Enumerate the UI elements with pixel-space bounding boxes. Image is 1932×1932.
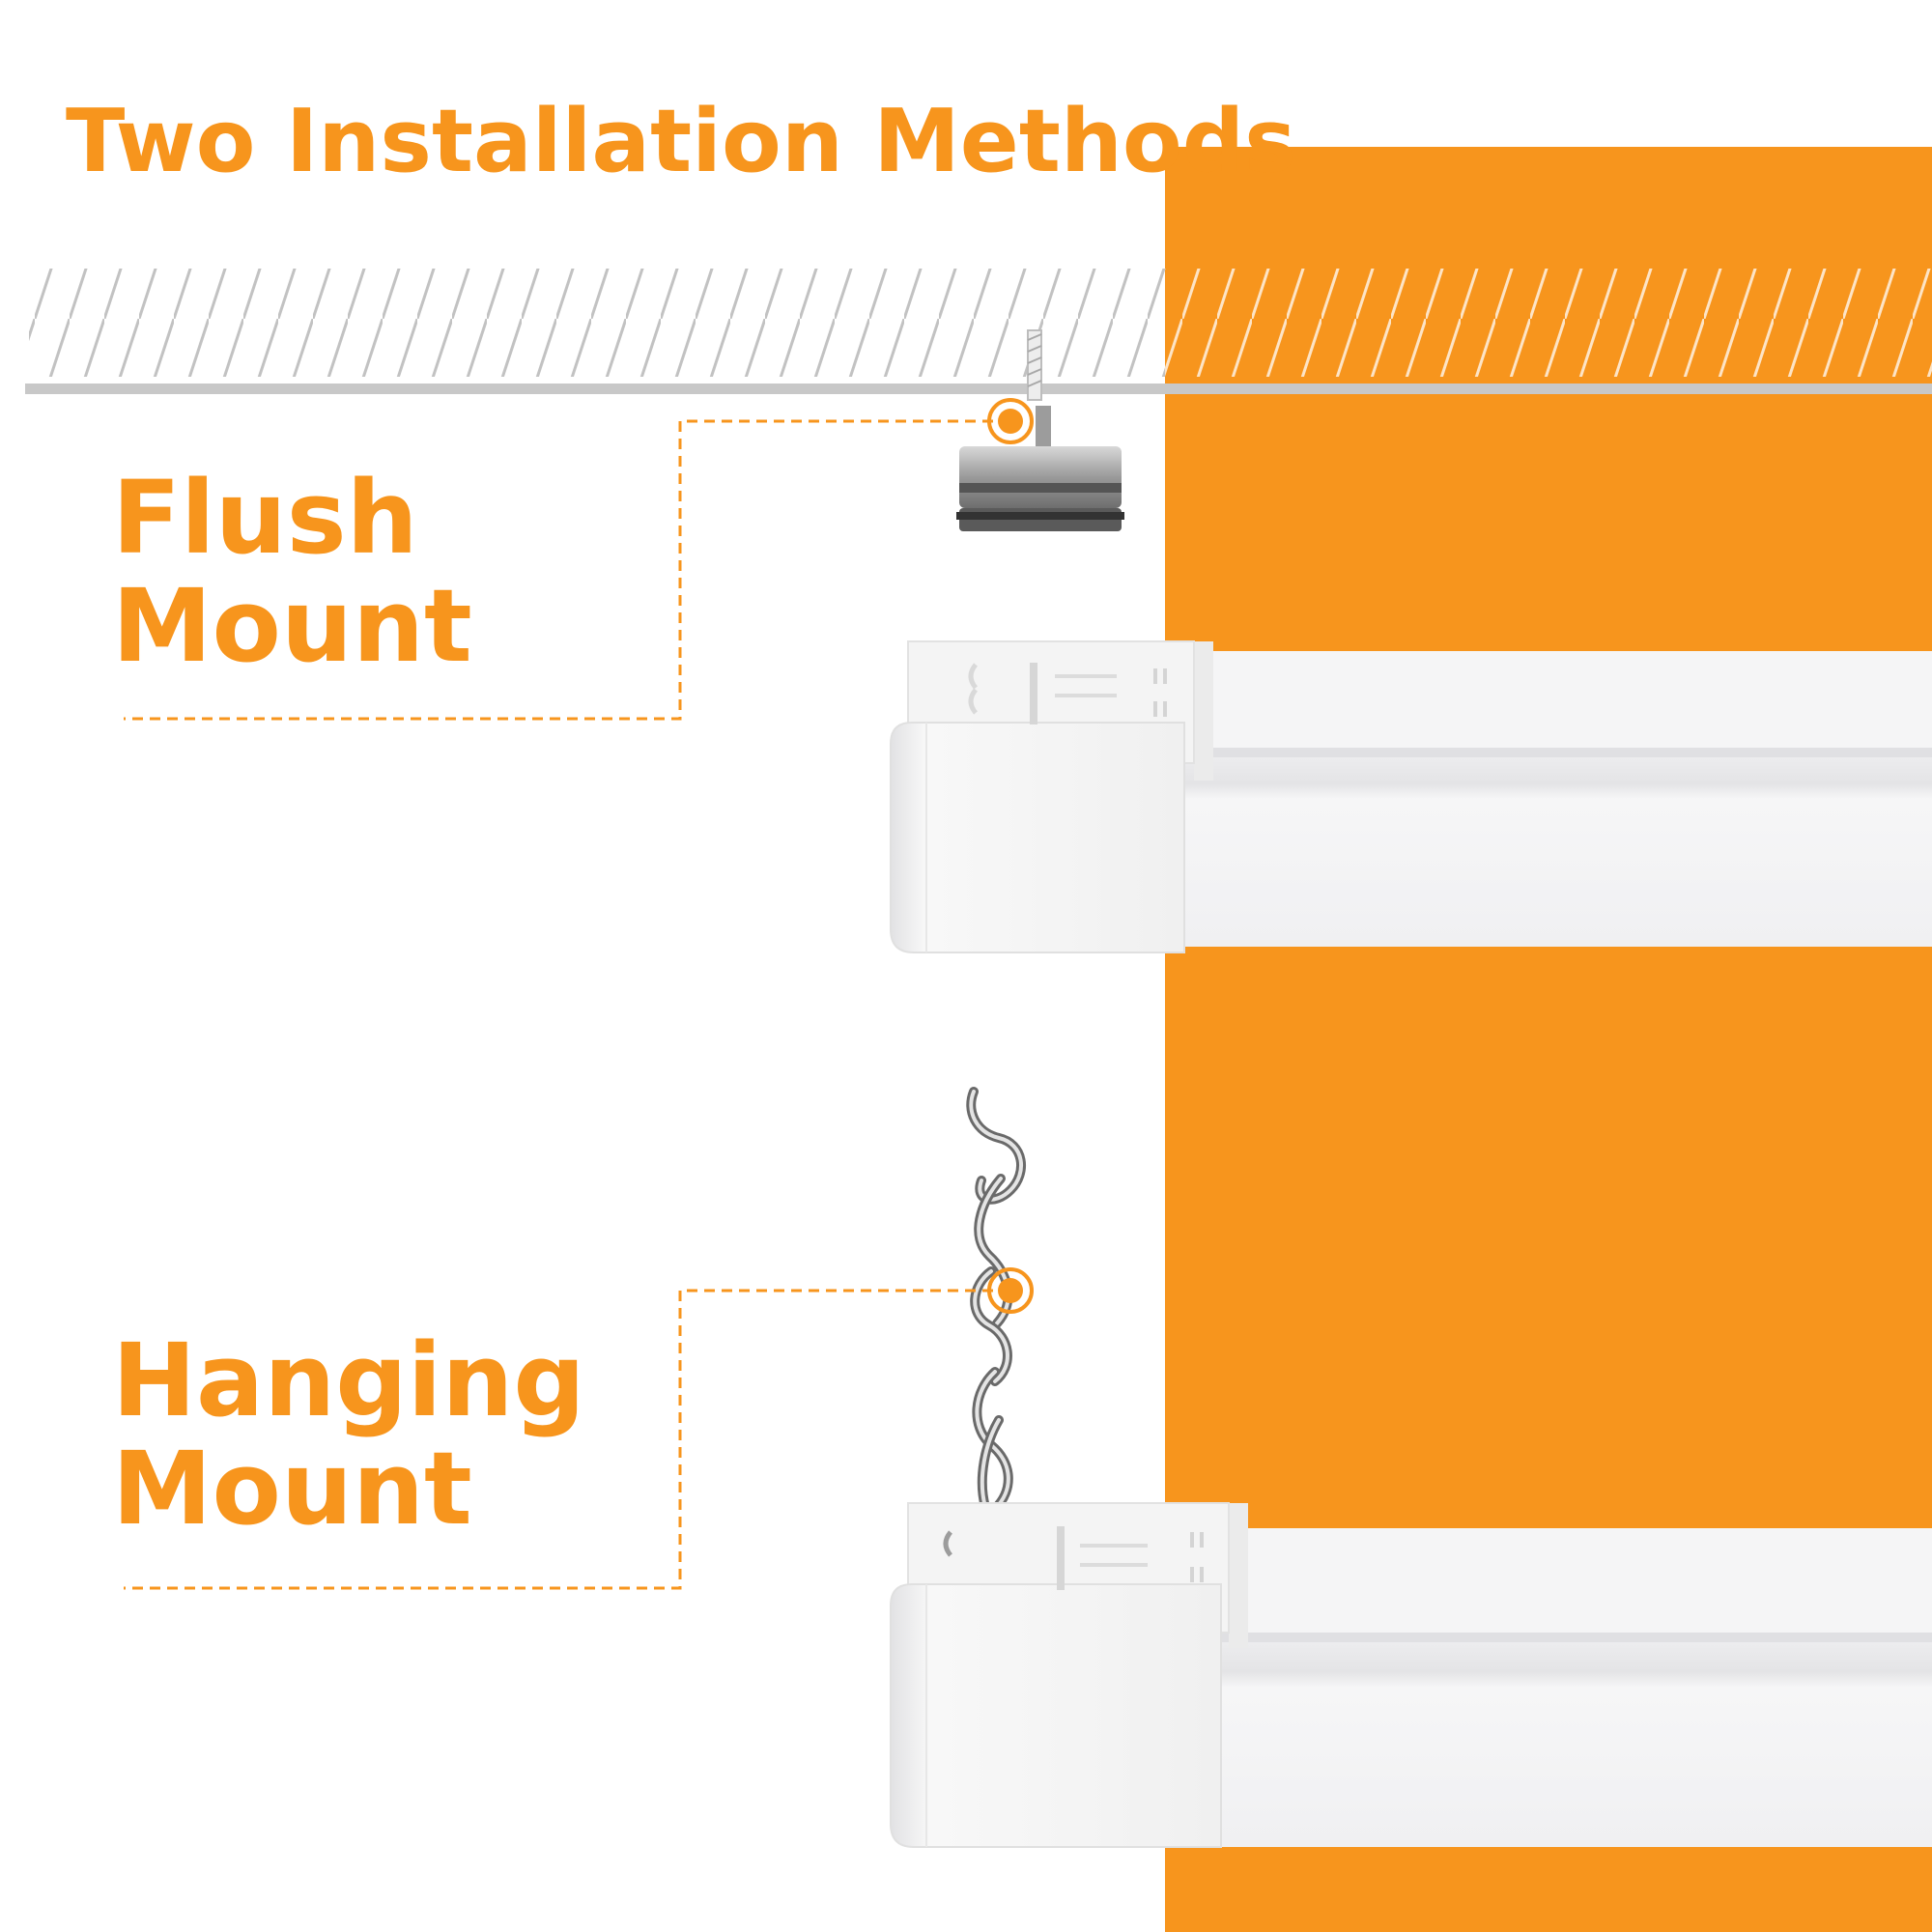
- ceiling-line: [25, 384, 1932, 394]
- flush-mount-label-line2: Mount: [112, 567, 472, 685]
- light-fixture-hanging: [890, 1502, 1932, 1848]
- flush-leader: [124, 398, 1034, 721]
- hanging-leader: [124, 1267, 1034, 1590]
- flush-mount-label-line1: Flush: [112, 459, 418, 577]
- hanging-mount-label-line2: Mount: [112, 1430, 472, 1548]
- mounting-clip-icon: [956, 329, 1124, 531]
- chain-icon: [959, 1087, 1027, 1549]
- hanging-mount-label: Hanging Mount: [112, 1326, 585, 1543]
- ceiling-hatch: [29, 269, 1932, 377]
- flush-mount-label: Flush Mount: [112, 464, 472, 680]
- light-fixture-flush: [890, 640, 1932, 953]
- page-title: Two Installation Methods: [66, 91, 1296, 192]
- hanging-mount-label-line1: Hanging: [112, 1321, 585, 1439]
